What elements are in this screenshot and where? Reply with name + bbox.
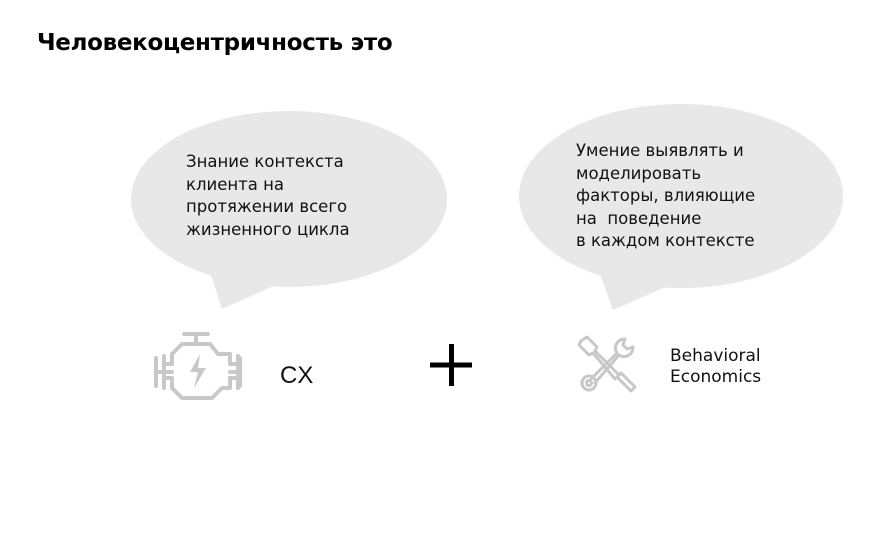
behavioral-economics-label: Behavioral Economics (670, 346, 762, 387)
engine-icon (154, 332, 242, 400)
page-title: Человекоцентричность это (37, 30, 393, 56)
cx-label: CX (280, 362, 314, 389)
plus-icon (430, 344, 472, 386)
speech-bubble-cx (131, 111, 447, 309)
speech-bubble-behavioral (519, 104, 843, 310)
tools-icon (577, 335, 637, 393)
bubble-text-cx: Знание контекста клиента на протяжении в… (186, 152, 350, 239)
bubble-text-behavioral: Умение выявлять и моделировать факторы, … (576, 141, 756, 250)
